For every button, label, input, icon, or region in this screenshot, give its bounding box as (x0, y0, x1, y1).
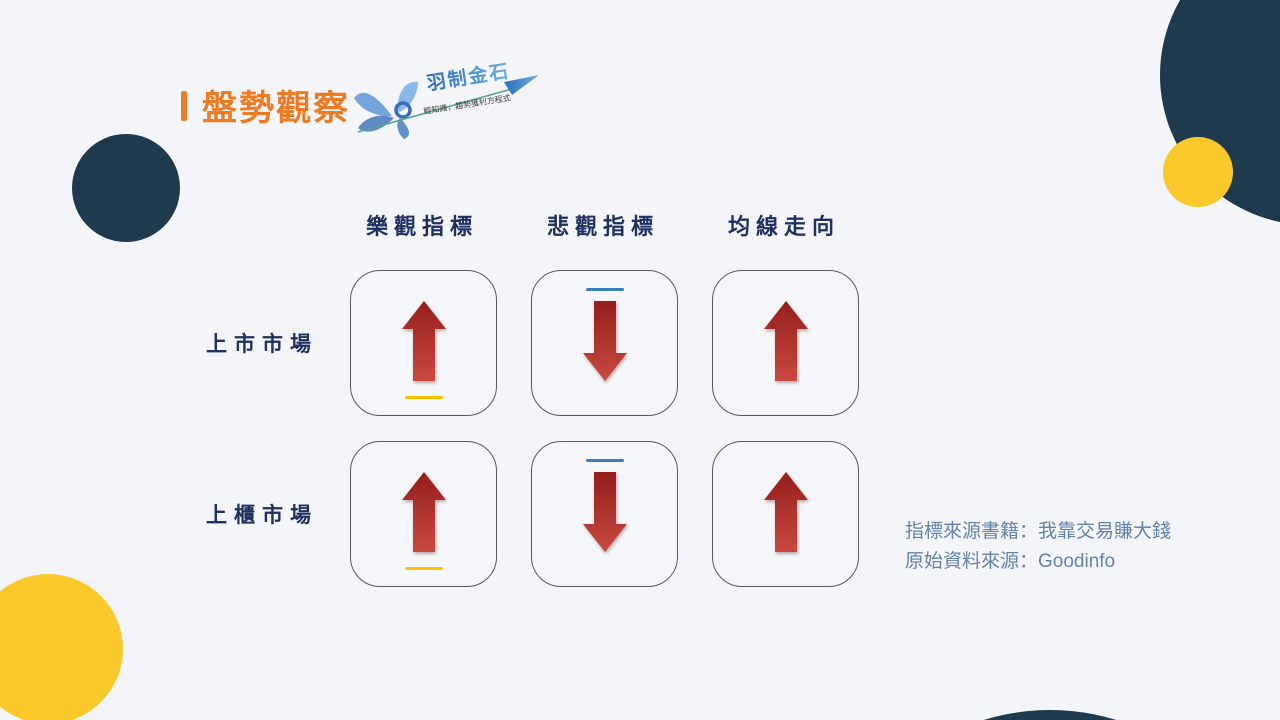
indicator-cell (350, 441, 497, 587)
brand-tagline: 輕知識，趨勢獲利方程式 (423, 92, 511, 116)
threshold-line-yellow-icon (404, 567, 443, 570)
indicator-cell (531, 270, 678, 416)
arrowhead-icon (504, 75, 539, 95)
trend-arrow-down-icon (582, 471, 627, 557)
decor-circle-navy-left (72, 134, 180, 242)
source-note: 指標來源書籍：我靠交易賺大錢 原始資料來源：Goodinfo (905, 517, 1171, 577)
arrow-shaft (357, 85, 523, 133)
title-accent-bar (181, 90, 187, 121)
page-title: 盤勢觀察 (202, 89, 351, 128)
title-block: 盤勢觀察 (181, 80, 350, 131)
threshold-line-blue-icon (585, 459, 624, 462)
trend-arrow-up-icon (763, 300, 808, 386)
row-label: 上櫃市場 (206, 504, 318, 527)
decor-circle-yellow-bottomleft (0, 574, 123, 720)
trend-arrow-down-icon (582, 300, 627, 386)
indicator-cell (712, 441, 859, 587)
column-header: 樂觀指標 (365, 214, 478, 239)
threshold-line-yellow-icon (404, 396, 443, 399)
feather-icon (354, 81, 418, 139)
brand-logo: 羽制金石 輕知識，趨勢獲利方程式 (354, 62, 539, 139)
indicator-cell (712, 270, 859, 416)
source-book-line: 指標來源書籍：我靠交易賺大錢 (905, 521, 1172, 542)
source-data-line: 原始資料來源：Goodinfo (905, 551, 1116, 572)
threshold-line-blue-icon (585, 288, 624, 291)
trend-arrow-up-icon (401, 471, 446, 557)
decor-circle-yellow-right (1163, 137, 1233, 207)
brand-name: 羽制金石 (425, 62, 512, 95)
indicator-cell (531, 441, 678, 587)
indicator-cell (350, 270, 497, 416)
column-header: 均線走向 (727, 214, 840, 239)
decor-circle-navy-bottom (830, 710, 1270, 720)
trend-arrow-up-icon (401, 300, 446, 386)
column-header: 悲觀指標 (546, 214, 659, 239)
row-label: 上市市場 (206, 333, 318, 356)
trend-arrow-up-icon (763, 471, 808, 557)
